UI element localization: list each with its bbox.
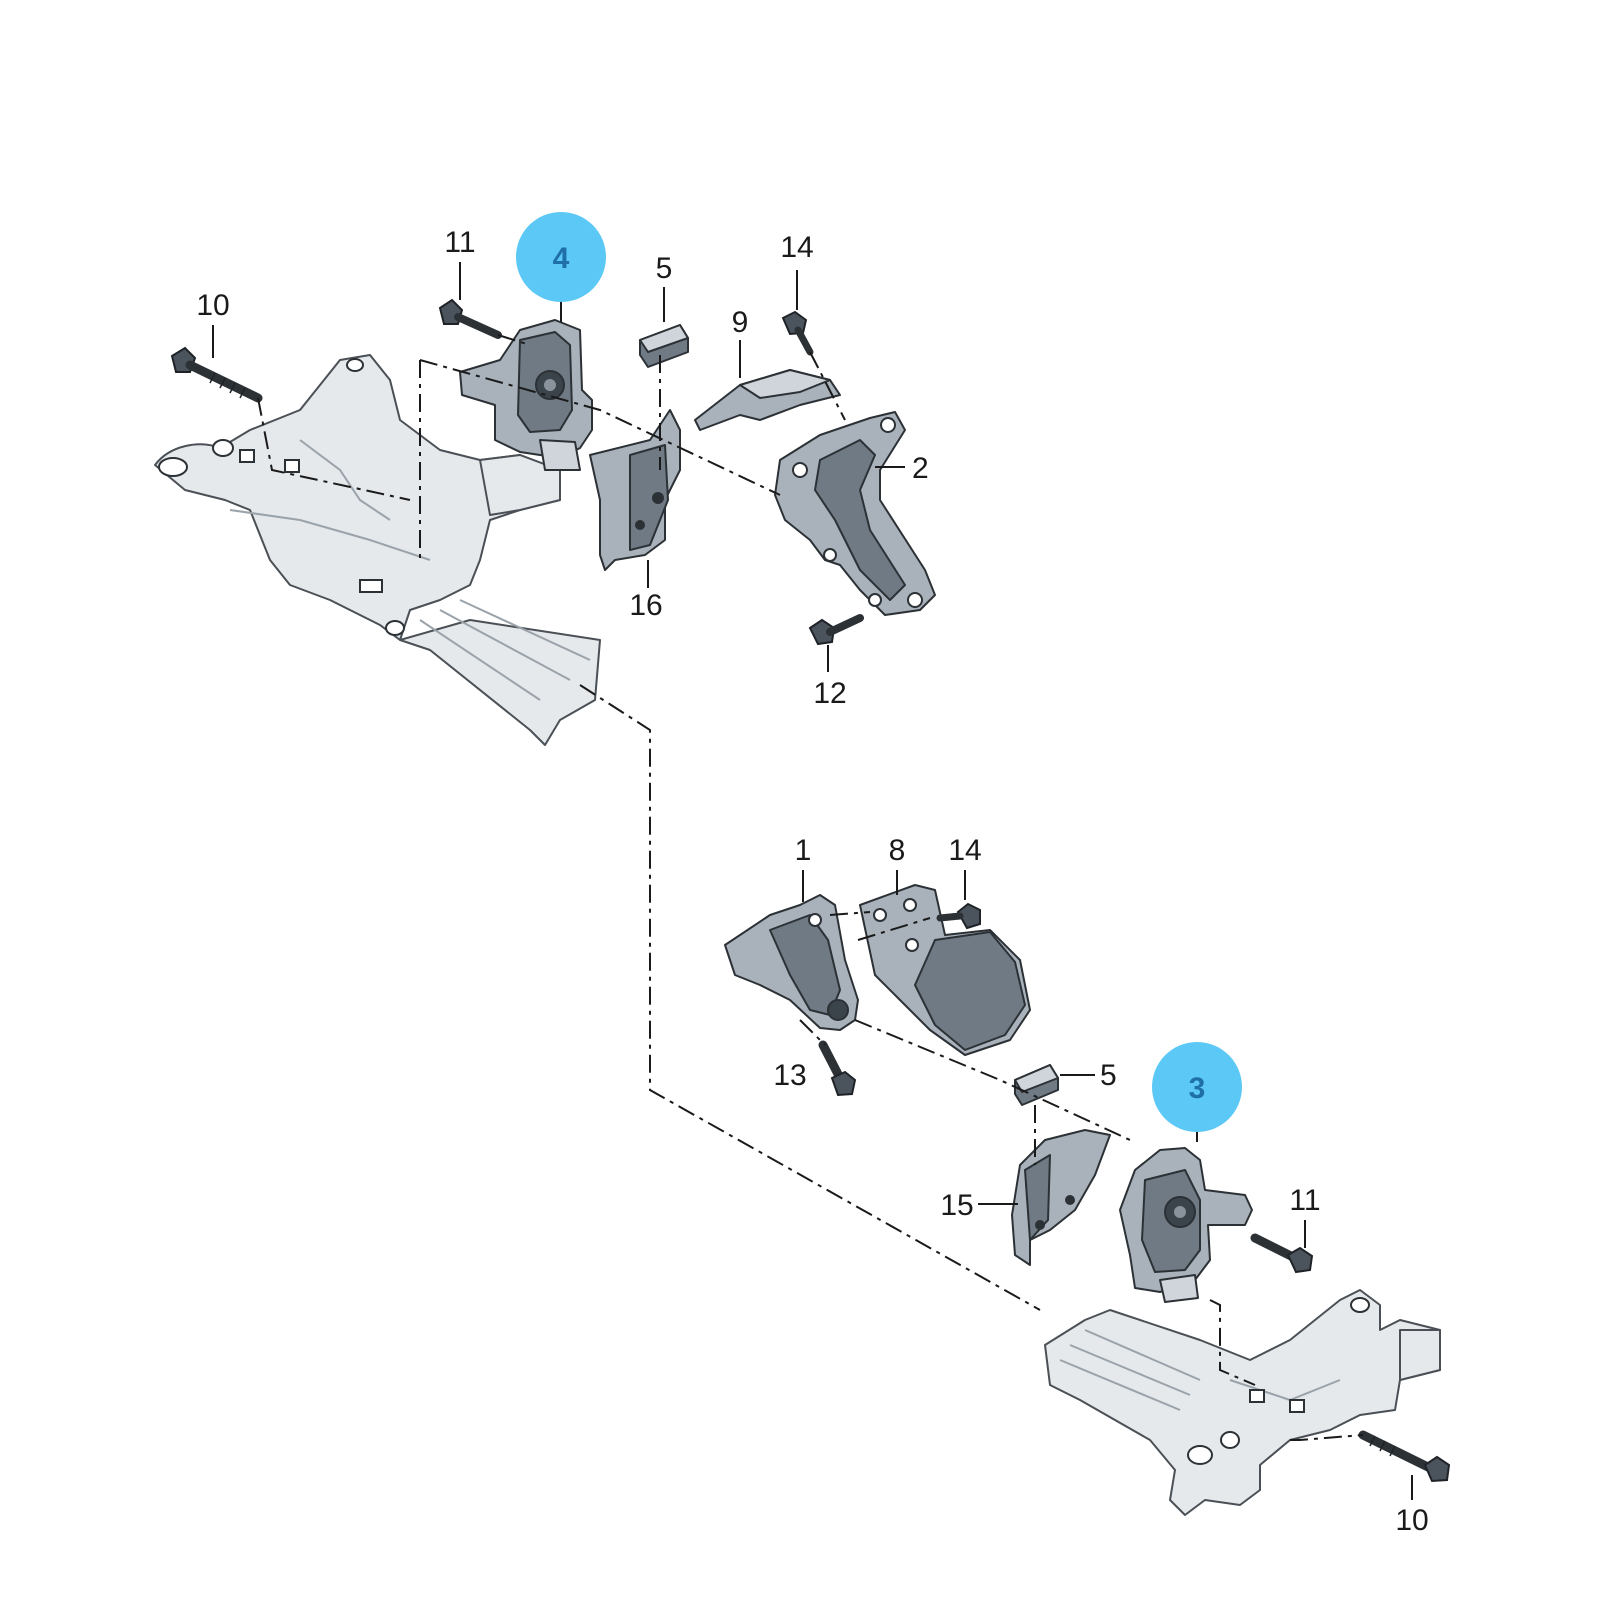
bracket-1 — [724, 894, 859, 1031]
bolt-14-upper — [781, 310, 814, 356]
dash-line-lower-c — [829, 911, 871, 916]
badge-circle-4 — [516, 212, 606, 302]
callout-11-lower: 11 — [1289, 1184, 1320, 1217]
bolt-11-lower — [1250, 1233, 1314, 1274]
callout-10-upper: 10 — [196, 289, 229, 322]
badge-4: 4 — [553, 242, 570, 275]
bolt-11-upper — [438, 298, 502, 339]
dash-line-upper-d — [497, 334, 531, 346]
callout-13-lower: 13 — [773, 1059, 806, 1092]
dash-line-lower-f — [1209, 1299, 1256, 1386]
dash-line-lower-g — [1290, 1434, 1364, 1441]
bracket-15 — [1011, 1129, 1111, 1266]
callout-10-lower: 10 — [1395, 1504, 1428, 1537]
bracket-2 — [774, 411, 936, 616]
bolt-10-upper — [170, 346, 263, 403]
callout-15-lower: 15 — [940, 1189, 973, 1222]
dash-line-upper-a — [257, 397, 411, 501]
bolt-13-lower — [818, 1040, 857, 1097]
dash-line-upper-c — [419, 359, 781, 496]
engine-mount-4 — [459, 319, 593, 471]
callout-16-upper: 16 — [629, 589, 662, 622]
callout-11-upper: 11 — [444, 226, 475, 259]
callout-14-upper: 14 — [780, 231, 813, 264]
bolt-12-upper — [808, 614, 864, 646]
dash-connector — [579, 684, 1041, 1311]
callout-8-lower: 8 — [889, 834, 906, 867]
badge-circle-3 — [1152, 1042, 1242, 1132]
callout-5-upper: 5 — [656, 252, 673, 285]
callout-2-upper: 2 — [912, 452, 929, 485]
bracket-16 — [589, 409, 681, 571]
bolt-14-lower — [936, 902, 981, 930]
subframe-lower — [1044, 1289, 1441, 1516]
subframe-upper — [154, 354, 601, 746]
heat-shield-8 — [859, 884, 1031, 1056]
callout-5-lower: 5 — [1100, 1059, 1117, 1092]
callout-1-lower: 1 — [795, 834, 812, 867]
cap-5-lower — [1014, 1064, 1059, 1106]
engine-mount-3 — [1119, 1147, 1253, 1303]
callout-12-upper: 12 — [813, 677, 846, 710]
heat-shield-9 — [694, 369, 841, 431]
badge-3: 3 — [1189, 1072, 1206, 1105]
callout-14-lower: 14 — [948, 834, 981, 867]
callout-9-upper: 9 — [732, 306, 749, 339]
dash-line-upper-f — [809, 351, 846, 421]
dash-line-lower-a — [854, 1019, 1131, 1141]
dash-line-lower-d — [799, 1019, 826, 1046]
cap-5-upper — [639, 324, 689, 368]
dash-line-lower-b — [857, 917, 931, 941]
bolt-10-lower — [1358, 1430, 1451, 1483]
